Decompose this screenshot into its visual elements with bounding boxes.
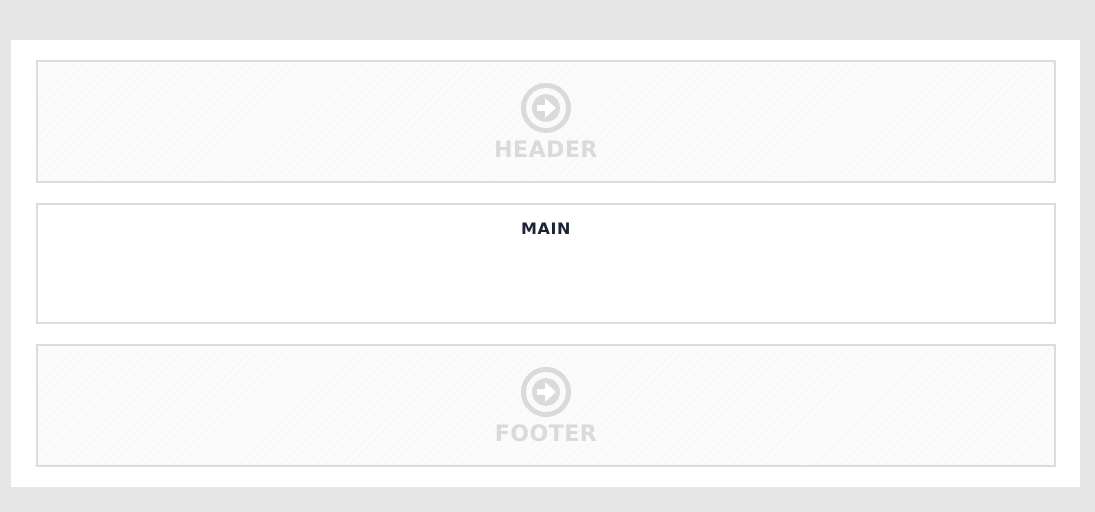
footer-label: FOOTER bbox=[494, 421, 598, 447]
header-label: HEADER bbox=[494, 137, 598, 163]
arrow-circle-right-icon[interactable] bbox=[520, 366, 572, 418]
header-region[interactable]: HEADER bbox=[36, 60, 1056, 183]
main-region: MAIN bbox=[36, 203, 1056, 324]
header-region-content: HEADER bbox=[38, 62, 1054, 181]
layout-canvas: HEADER MAIN FOOTER bbox=[11, 40, 1080, 487]
footer-region-content: FOOTER bbox=[38, 346, 1054, 465]
main-region-content: MAIN bbox=[38, 205, 1054, 322]
arrow-circle-right-icon[interactable] bbox=[520, 82, 572, 134]
footer-region[interactable]: FOOTER bbox=[36, 344, 1056, 467]
main-label: MAIN bbox=[520, 219, 572, 238]
